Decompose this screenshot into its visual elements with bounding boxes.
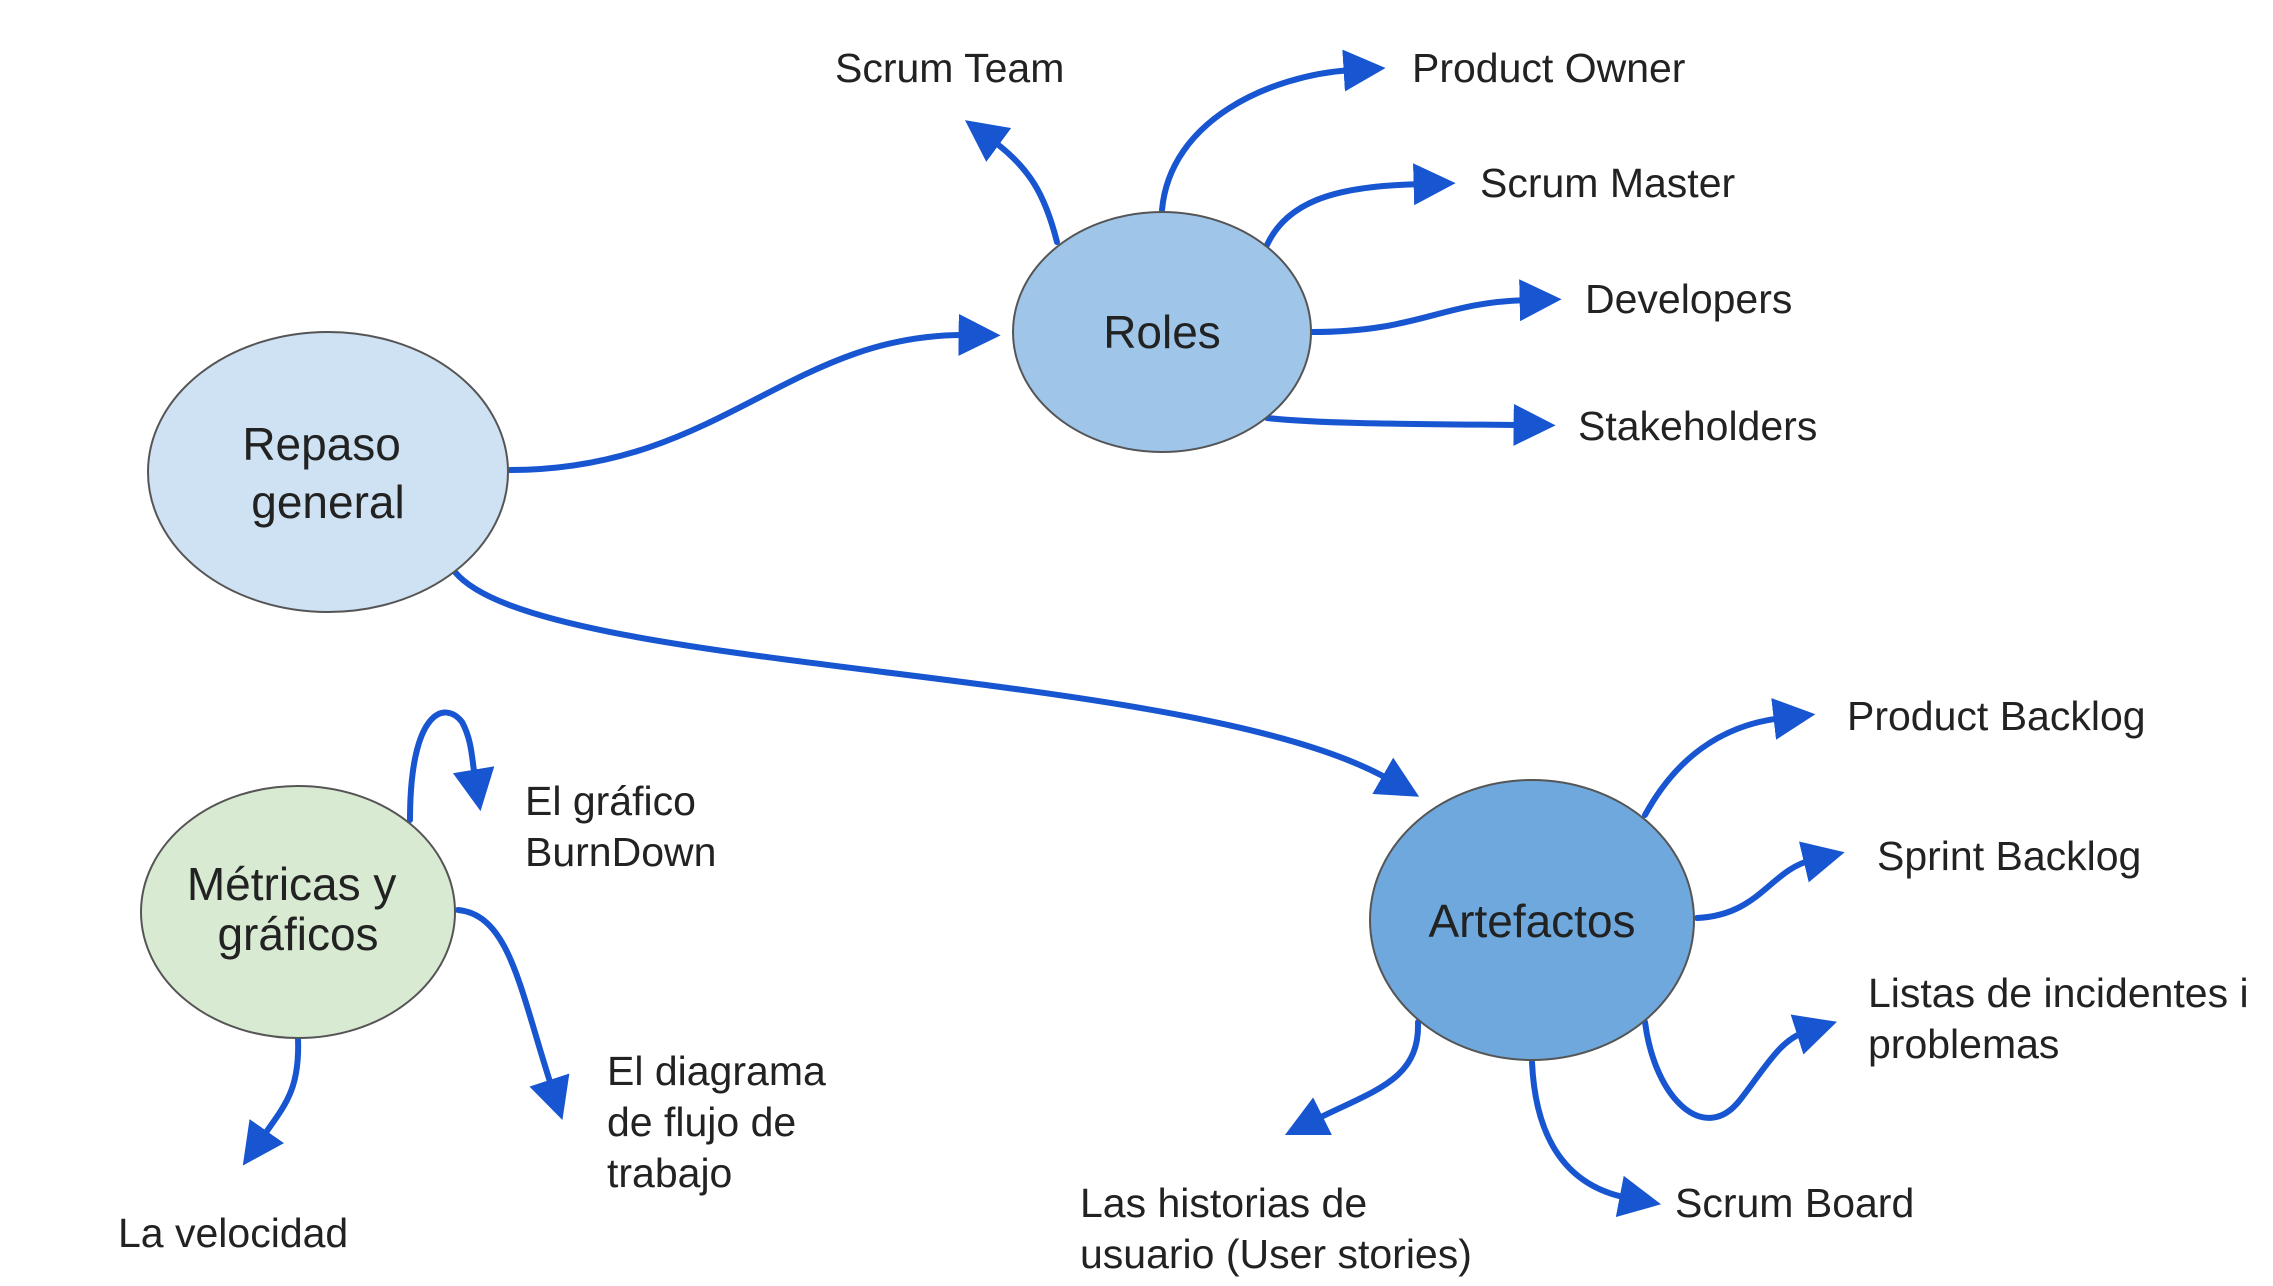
node-repaso-general[interactable]: Repaso general <box>147 331 509 613</box>
node-repaso-shape <box>147 331 509 613</box>
edge-roles-to-product-owner <box>1159 49 1386 213</box>
node-roles-shape <box>1012 211 1312 453</box>
leaf-grafico-burndown[interactable]: El gráfico BurnDown <box>525 778 716 875</box>
leaf-scrum-master[interactable]: Scrum Master <box>1480 160 1735 206</box>
leaf-listas-incidentes[interactable]: Listas de incidentes i problemas <box>1868 970 2260 1067</box>
edge-metricas-to-grafico-burndown <box>407 709 495 823</box>
edge-metricas-to-velocidad <box>242 1035 302 1166</box>
leaf-labels: Scrum Team Product Owner Scrum Master De… <box>118 45 2260 1277</box>
leaf-historias-usuario[interactable]: Las historias de usuario (User stories) <box>1080 1180 1472 1277</box>
edge-repaso-to-roles <box>507 313 1001 473</box>
leaf-developers[interactable]: Developers <box>1585 276 1792 322</box>
edge-roles-to-scrum-team <box>964 120 1060 245</box>
node-artefactos[interactable]: Artefactos <box>1369 779 1695 1061</box>
node-repaso-label: Repaso general <box>242 418 413 528</box>
leaf-product-backlog[interactable]: Product Backlog <box>1847 693 2146 739</box>
node-artefactos-label: Artefactos <box>1428 895 1635 947</box>
leaf-product-owner[interactable]: Product Owner <box>1412 45 1685 91</box>
leaf-scrum-team[interactable]: Scrum Team <box>835 45 1064 91</box>
node-artefactos-shape <box>1369 779 1695 1061</box>
leaf-stakeholders[interactable]: Stakeholders <box>1578 403 1817 449</box>
edge-roles-to-developers <box>1309 279 1562 335</box>
leaf-scrum-board[interactable]: Scrum Board <box>1675 1180 1914 1226</box>
edge-artefactos-to-scrum-board <box>1529 1059 1661 1218</box>
edge-artefactos-to-sprint-backlog <box>1694 841 1845 921</box>
edge-artefactos-to-listas-incidentes <box>1642 1014 1837 1121</box>
leaf-velocidad[interactable]: La velocidad <box>118 1210 348 1256</box>
edge-roles-to-scrum-master <box>1264 163 1456 248</box>
leaf-sprint-backlog[interactable]: Sprint Backlog <box>1877 833 2141 879</box>
edge-metricas-to-diagrama-flujo <box>455 907 570 1120</box>
edge-repaso-to-artefactos <box>452 569 1420 797</box>
edge-artefactos-to-historias-usuario <box>1284 1019 1422 1136</box>
node-metricas-graficos[interactable]: Métricas y gráficos <box>140 785 456 1039</box>
node-roles[interactable]: Roles <box>1012 211 1312 453</box>
node-metricas-shape <box>140 785 456 1039</box>
node-metricas-label: Métricas y gráficos <box>187 858 409 960</box>
node-roles-label: Roles <box>1103 306 1221 358</box>
edge-artefactos-to-product-backlog <box>1642 698 1816 818</box>
leaf-diagrama-flujo[interactable]: El diagrama de flujo de trabajo <box>607 1048 837 1196</box>
edge-roles-to-stakeholders <box>1264 403 1556 446</box>
edges <box>242 49 1845 1218</box>
